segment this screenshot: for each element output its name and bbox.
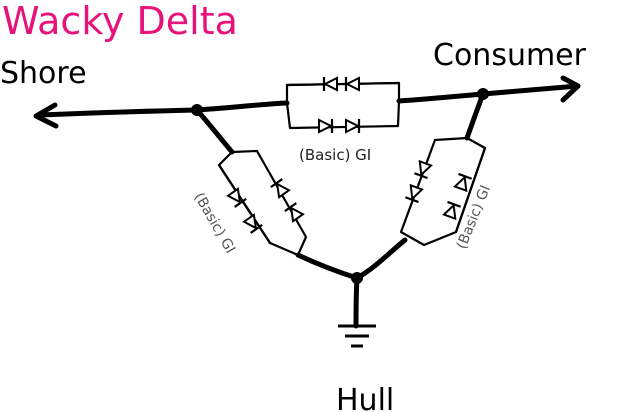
top-right-wire [396, 91, 486, 104]
hull-wire [353, 275, 360, 329]
hull-label: Hull [336, 383, 394, 412]
arrow-left-icon [33, 102, 59, 129]
right-upper-wire [464, 91, 486, 141]
diode-icon [344, 75, 361, 93]
diode-icon [404, 183, 425, 204]
shore-label: Shore [0, 56, 87, 91]
top-gi-label: (Basic) GI [299, 146, 371, 164]
left-lower-wire [295, 252, 360, 281]
shore-wire [37, 107, 200, 118]
ground-icon [338, 324, 376, 348]
consumer-label: Consumer [433, 38, 587, 73]
diode-icon [413, 159, 434, 180]
diode-icon [441, 200, 462, 221]
top-left-wire [194, 100, 290, 113]
left-gi-label: (Basic) GI [191, 190, 239, 256]
diode-icon [344, 117, 361, 135]
right-lower-wire [354, 237, 408, 281]
top-galvanic-isolator [285, 75, 401, 135]
diode-icon [317, 117, 334, 135]
right-gi-label: (Basic) GI [454, 183, 494, 252]
diode-icon [242, 213, 264, 235]
right-galvanic-isolator [399, 136, 487, 247]
diode-icon [322, 75, 339, 93]
diode-icon [452, 172, 473, 193]
left-upper-wire [194, 107, 235, 155]
diagram-title: Wacky Delta [2, 0, 238, 43]
consumer-wire [480, 83, 581, 97]
plug-icon [560, 75, 581, 103]
